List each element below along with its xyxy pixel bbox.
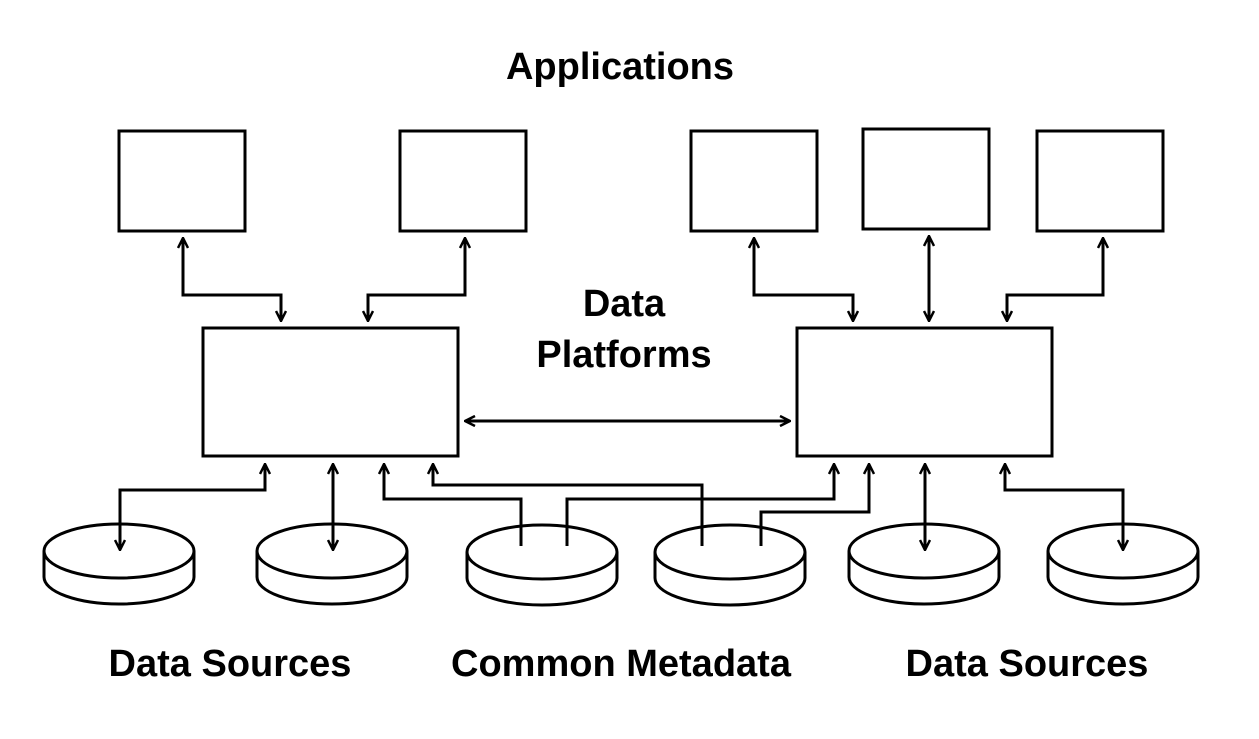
app1-platform-arrow xyxy=(183,238,281,321)
app3-platform-arrow xyxy=(754,238,853,321)
data-source-disk-1 xyxy=(42,522,196,606)
data-sources-left-label: Data Sources xyxy=(109,643,352,685)
data-platforms-label-line2: Platforms xyxy=(536,334,711,376)
app2-platform-arrow xyxy=(368,238,465,321)
applications-label: Applications xyxy=(506,46,734,88)
application-box-3 xyxy=(689,129,819,233)
data-source-disk-3 xyxy=(847,522,1001,606)
data-source-disk-4 xyxy=(1046,522,1200,606)
metadata-disk-1 xyxy=(465,523,619,607)
application-box-1 xyxy=(117,129,247,233)
metadata2-left-platform-link xyxy=(433,464,704,546)
app5-platform-arrow xyxy=(1007,238,1103,321)
application-box-5 xyxy=(1035,129,1165,233)
data-platform-box-left xyxy=(201,326,460,458)
metadata-disk-2 xyxy=(653,523,807,607)
data-source-disk-2 xyxy=(255,522,409,606)
data-platform-box-right xyxy=(795,326,1054,458)
data-sources-right-label: Data Sources xyxy=(906,643,1149,685)
application-box-4 xyxy=(861,127,991,231)
application-box-2 xyxy=(398,129,528,233)
common-metadata-label: Common Metadata xyxy=(451,643,792,685)
data-platforms-label-line1: Data xyxy=(583,283,666,325)
